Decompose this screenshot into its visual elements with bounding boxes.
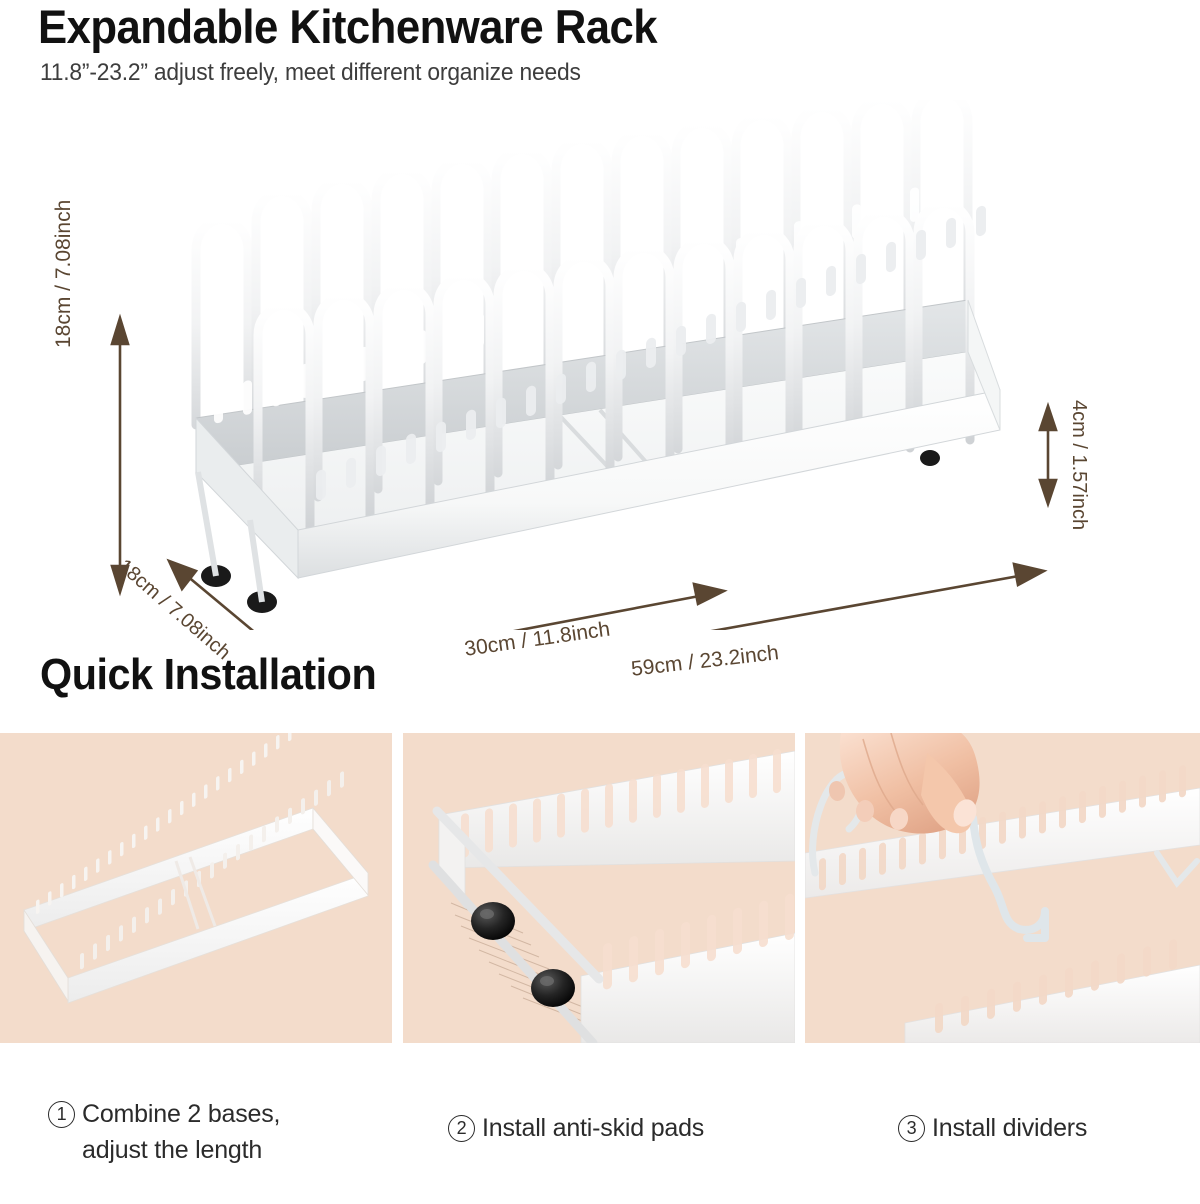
step-image-1-combine-bases	[0, 733, 392, 1043]
section-title-quick-installation: Quick Installation	[40, 650, 377, 699]
installation-steps-gallery	[0, 733, 1200, 1043]
rack-product-illustration	[110, 100, 1058, 630]
step-number-3: 3	[898, 1115, 925, 1142]
step-caption-1: 1 Combine 2 bases, adjust the length	[48, 1060, 281, 1204]
step-caption-1-line2: adjust the length	[82, 1136, 263, 1164]
step-caption-2: 2 Install anti-skid pads	[448, 1074, 704, 1146]
dimension-arrows	[110, 313, 1058, 630]
rack-base-left-end	[195, 416, 299, 580]
step-caption-3-line1: Install dividers	[932, 1114, 1088, 1142]
rack-base-right-end	[967, 299, 1001, 431]
anti-skid-pad	[531, 969, 575, 1007]
step-caption-1-line1: Combine 2 bases,	[82, 1100, 281, 1128]
rack-legs	[195, 471, 265, 603]
anti-skid-pad	[471, 902, 515, 940]
step-caption-2-line1: Install anti-skid pads	[482, 1114, 705, 1142]
dimension-label-width-max: 59cm / 23.2inch	[630, 641, 780, 681]
anti-skid-pad-illustration	[428, 749, 795, 1043]
hand-installing-divider-illustration	[805, 733, 1200, 1043]
page-title: Expandable Kitchenware Rack	[38, 0, 658, 53]
step-caption-3: 3 Install dividers	[898, 1074, 1087, 1146]
dimension-label-base-height: 4cm / 1.57inch	[1068, 400, 1090, 531]
wire-divider-in-hand	[969, 814, 1049, 942]
dimension-label-height: 18cm / 7.08inch	[52, 199, 75, 348]
step-number-2: 2	[448, 1115, 475, 1142]
step-number-1: 1	[48, 1101, 75, 1128]
hand	[828, 733, 980, 834]
step-image-2-anti-skid-pads	[403, 733, 795, 1043]
base-frame-illustration	[23, 733, 369, 1004]
step-image-3-install-dividers	[805, 733, 1200, 1043]
product-hero-section: 18cm / 7.08inch 18cm / 7.08inch 30cm / 1…	[0, 100, 1200, 681]
wire-dividers-back-row	[191, 100, 973, 455]
wire-dividers-front-row	[253, 199, 975, 533]
page-subtitle: 11.8”-23.2” adjust freely, meet differen…	[40, 59, 581, 86]
